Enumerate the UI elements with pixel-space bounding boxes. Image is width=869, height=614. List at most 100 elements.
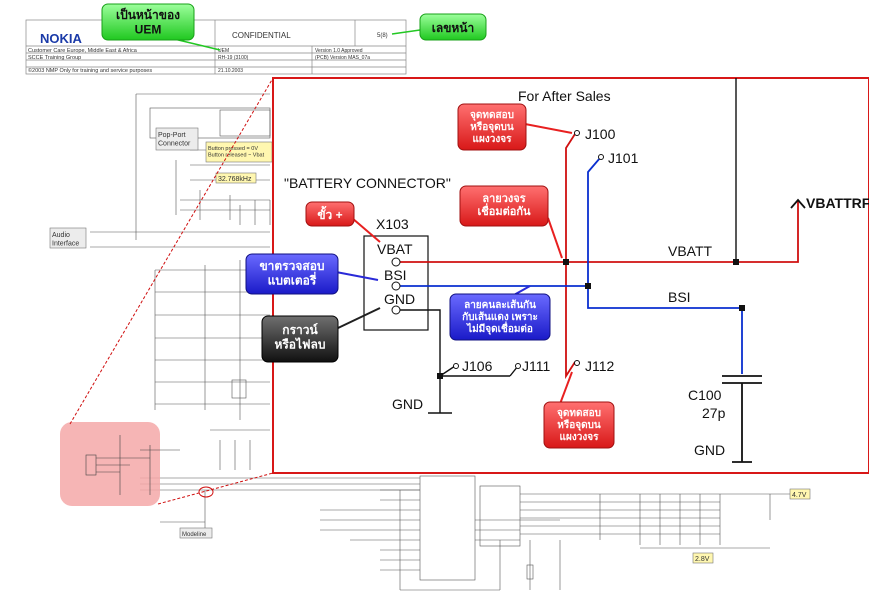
callout-test-point-top: จุดทดสอบหรือจุดบนแผงวงจร: [457, 103, 527, 151]
popport-box: [155, 127, 199, 151]
ref-uem-text: UEM: [218, 48, 229, 54]
highlight-region: [60, 422, 160, 506]
text-line-line: กับเส้นแดง เพราะ: [462, 311, 538, 323]
text-line-line: Button released ~ Vbat: [208, 153, 265, 159]
confidential-label: CONFIDENTIAL: [232, 31, 291, 40]
text-line-line: หรือจุดบน: [470, 121, 514, 133]
vbat-pin-icon: [391, 257, 401, 267]
company-text: Customer Care Europe, Middle East & Afri…: [28, 48, 138, 54]
voltage-47-box: [789, 488, 811, 500]
gnd-pin-label: GND: [384, 291, 415, 307]
svg-text:ขาตรวจสอบแบตเตอรี่: ขาตรวจสอบแบตเตอรี่: [259, 259, 324, 287]
callout-ground: กราวน์หรือไฟลบ: [261, 315, 339, 363]
text-line-line: UEM: [135, 22, 162, 36]
gnd-pin-icon: [391, 305, 401, 315]
j101-label: J101: [608, 150, 639, 166]
j112-label: J112: [585, 358, 615, 374]
text-line-line: Connector: [158, 140, 191, 147]
j111-testpoint-icon: [515, 363, 521, 369]
modeline-label: Modeline: [182, 532, 207, 538]
background-schematic: [90, 93, 790, 591]
zoom-line-top: [69, 77, 274, 425]
battery-connector-label: "BATTERY CONNECTOR": [284, 175, 451, 191]
vbattrf-label: VBATTRF: [806, 195, 869, 211]
callout-trace-connected: ลายวงจรเชื่อมต่อกัน: [459, 185, 549, 227]
copyright-text: ©2003 NMP Only for training and service …: [28, 67, 152, 74]
for-after-sales-label: For After Sales: [518, 88, 611, 104]
bsi-pin-icon: [391, 281, 401, 291]
svg-text:ลายวงจรเชื่อมต่อกัน: ลายวงจรเชื่อมต่อกัน: [477, 193, 530, 218]
modeline-box: [179, 527, 213, 539]
svg-text:ขั้ว +: ขั้ว +: [317, 205, 342, 222]
gnd-left-label: GND: [392, 396, 423, 412]
callout-pointers: [335, 123, 573, 405]
callout-test-point-bottom: จุดทดสอบหรือจุดบนแผงวงจร: [543, 401, 615, 449]
j112-testpoint-icon: [574, 360, 580, 366]
crystal-label: 32.768kHz: [218, 176, 252, 183]
svg-text:กราวน์หรือไฟลบ: กราวน์หรือไฟลบ: [274, 323, 325, 351]
callout-battery-check: ขาตรวจสอบแบตเตอรี่: [245, 253, 339, 295]
brand-logo: NOKIA: [40, 31, 83, 46]
vbatt-net: [400, 133, 799, 380]
bsi-net: [400, 157, 743, 374]
c100-label: C100: [688, 387, 722, 403]
gnd-right-label: GND: [694, 442, 725, 458]
group-text: SCCE Training Group: [28, 55, 81, 61]
text-line-line: เชื่อมต่อกัน: [477, 203, 530, 218]
version-approved-text: Version 1.0 Approved: [315, 48, 363, 54]
text-line-line: หรือไฟลบ: [274, 336, 325, 351]
page-label: 5(8): [377, 33, 388, 39]
battery-connector-symbol: [363, 235, 429, 331]
vbatt-junction-left: [563, 259, 569, 265]
crystal-box: [215, 172, 257, 184]
text-line-line: แบตเตอรี่: [268, 271, 317, 287]
bsi-pin-label: BSI: [384, 267, 407, 283]
j111-label: J111: [522, 358, 550, 374]
voltage-28-label: 2.8V: [695, 556, 710, 563]
vbat-pin-label: VBAT: [377, 241, 413, 257]
voltage-47-label: 4.7V: [792, 492, 807, 499]
callout-positive: ขั้ว +: [305, 201, 355, 227]
j106-testpoint-icon: [453, 363, 459, 369]
svg-text:จุดทดสอบหรือจุดบนแผงวงจร: จุดทดสอบหรือจุดบนแผงวงจร: [470, 110, 514, 145]
svg-text:จุดทดสอบหรือจุดบนแผงวงจร: จุดทดสอบหรือจุดบนแผงวงจร: [557, 408, 601, 443]
c100-value-label: 27p: [702, 405, 726, 421]
svg-text:ลายคนละเส้นกันกับเส้นแดง เพราะ: ลายคนละเส้นกันกับเส้นแดง เพราะไม่มีจุดเช…: [462, 299, 538, 335]
text-line-line: ไม่มีจุดเชื่อมต่อ: [466, 321, 533, 335]
svg-text:เลขหน้า: เลขหน้า: [432, 21, 475, 35]
j106-label: J106: [462, 358, 493, 374]
j100-testpoint-icon: [574, 130, 580, 136]
vbatt-junction-right: [733, 259, 739, 265]
ref-model-text: RH-19 (3100): [218, 55, 249, 61]
text-line-line: แผงวงจร: [560, 432, 600, 443]
voltage-28-box: [692, 552, 714, 564]
audio-interface-box: [49, 227, 87, 249]
bsi-junction-left: [585, 283, 591, 289]
x103-label: X103: [376, 216, 409, 232]
bsi-net-label: BSI: [668, 289, 691, 305]
vbatt-net-label: VBATT: [668, 243, 713, 259]
bsi-junction-right: [739, 305, 745, 311]
c100-capacitor-icon: [722, 375, 762, 463]
gnd-junction: [437, 373, 443, 379]
callout-crossing-note: ลายคนละเส้นกันกับเส้นแดง เพราะไม่มีจุดเช…: [449, 293, 551, 341]
ref-date-text: 21.10.2003: [218, 68, 243, 74]
version-pcb-text: (PCB) Version MAS_07a: [315, 55, 370, 61]
page-callout-pointer: [391, 29, 421, 35]
highlight-region-circuit: [85, 435, 180, 495]
j101-testpoint-icon: [598, 154, 604, 160]
text-line-line: Interface: [52, 240, 79, 247]
j100-label: J100: [585, 126, 616, 142]
vbattrf-arrow-icon: [790, 198, 806, 209]
zoom-line-bottom: [157, 472, 274, 505]
callout-page-number: เลขหน้า: [419, 13, 487, 41]
text-line-line: หรือจุดบน: [557, 419, 601, 431]
document-header: [25, 19, 407, 75]
text-line-line: แผงวงจร: [473, 134, 513, 145]
bottom-marker-ellipse: [198, 486, 214, 498]
